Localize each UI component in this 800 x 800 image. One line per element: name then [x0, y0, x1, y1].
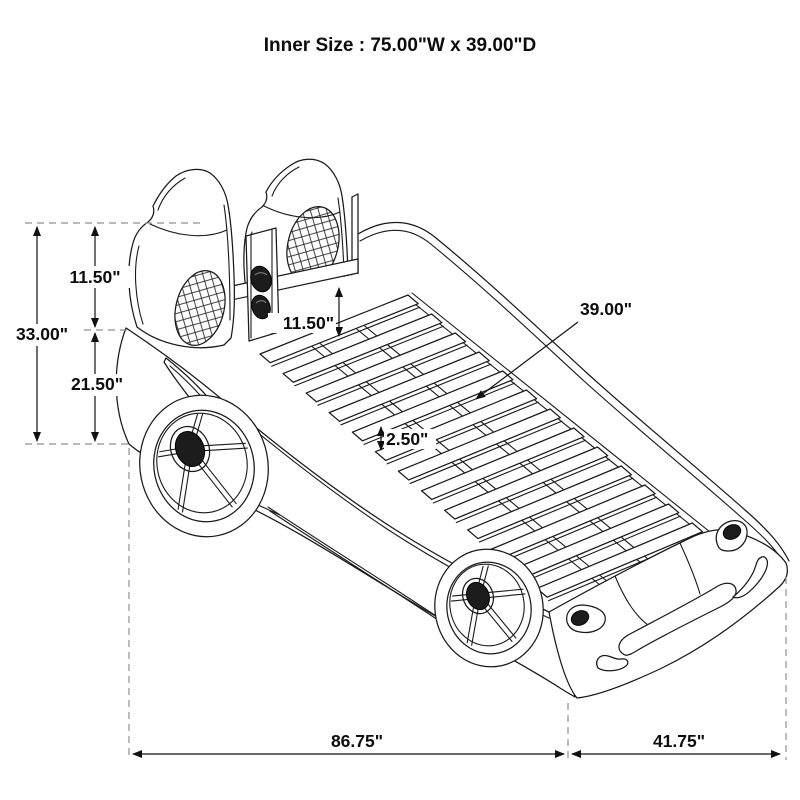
dim-label-headboard-upper: 11.50" [69, 267, 120, 287]
bumper-hook-trim [596, 654, 629, 672]
dim-front-width: 41.75" [570, 731, 782, 759]
front-wheel-hub [466, 581, 490, 611]
near-seat-mesh-panel [174, 270, 226, 346]
dim-rail-to-deck: 11.50" [268, 286, 344, 338]
console-knob [250, 265, 272, 293]
mattress-slat [282, 313, 443, 383]
mattress-slat [443, 446, 609, 520]
dim-label-lower-body: 21.50" [71, 374, 123, 394]
console-knob [251, 294, 271, 320]
dim-base-length: 86.75" [131, 731, 566, 759]
dimension-annotations: 33.00" 11.50" 21.50" 11.50" 2.50" [8, 222, 787, 760]
mattress-slat [420, 427, 585, 501]
dim-label-slat-thickness: 2.50" [386, 429, 428, 449]
hood-seam [614, 575, 649, 626]
near-seat [128, 168, 235, 349]
dim-label-base-length: 86.75" [331, 731, 383, 751]
mattress-slat [305, 332, 467, 403]
dim-label-front-width: 41.75" [653, 731, 705, 751]
dim-label-mattress-depth: 39.00" [580, 299, 632, 319]
hood-seam [679, 542, 701, 595]
far-side-rail [357, 221, 790, 566]
dim-label-overall-height: 33.00" [16, 324, 68, 344]
mattress-slat [536, 522, 704, 598]
bumper-end-trim [732, 556, 769, 599]
dim-label-rail-to-deck: 11.50" [283, 313, 334, 333]
mattress-slat [397, 408, 561, 481]
mattress-slat [467, 465, 633, 540]
dim-lower-body: 21.50" [62, 331, 132, 443]
front-wheel [434, 548, 544, 668]
dim-headboard-upper: 11.50" [60, 225, 130, 329]
headlight-left [566, 604, 606, 634]
dim-slat-thickness: 2.50" [376, 425, 436, 452]
dim-mattress-depth: 39.00" [475, 299, 640, 400]
mattress-slat [351, 370, 514, 442]
rear-wheel [139, 394, 269, 538]
rear-wheel-hub [174, 431, 206, 467]
front-fascia [548, 519, 788, 699]
bumper-slot [618, 582, 737, 656]
diagram-title: Inner Size : 75.00"W x 39.00"D [264, 35, 537, 56]
headlight-right [715, 519, 748, 552]
dim-overall-height: 33.00" [8, 225, 76, 443]
mattress-slat [328, 351, 490, 422]
